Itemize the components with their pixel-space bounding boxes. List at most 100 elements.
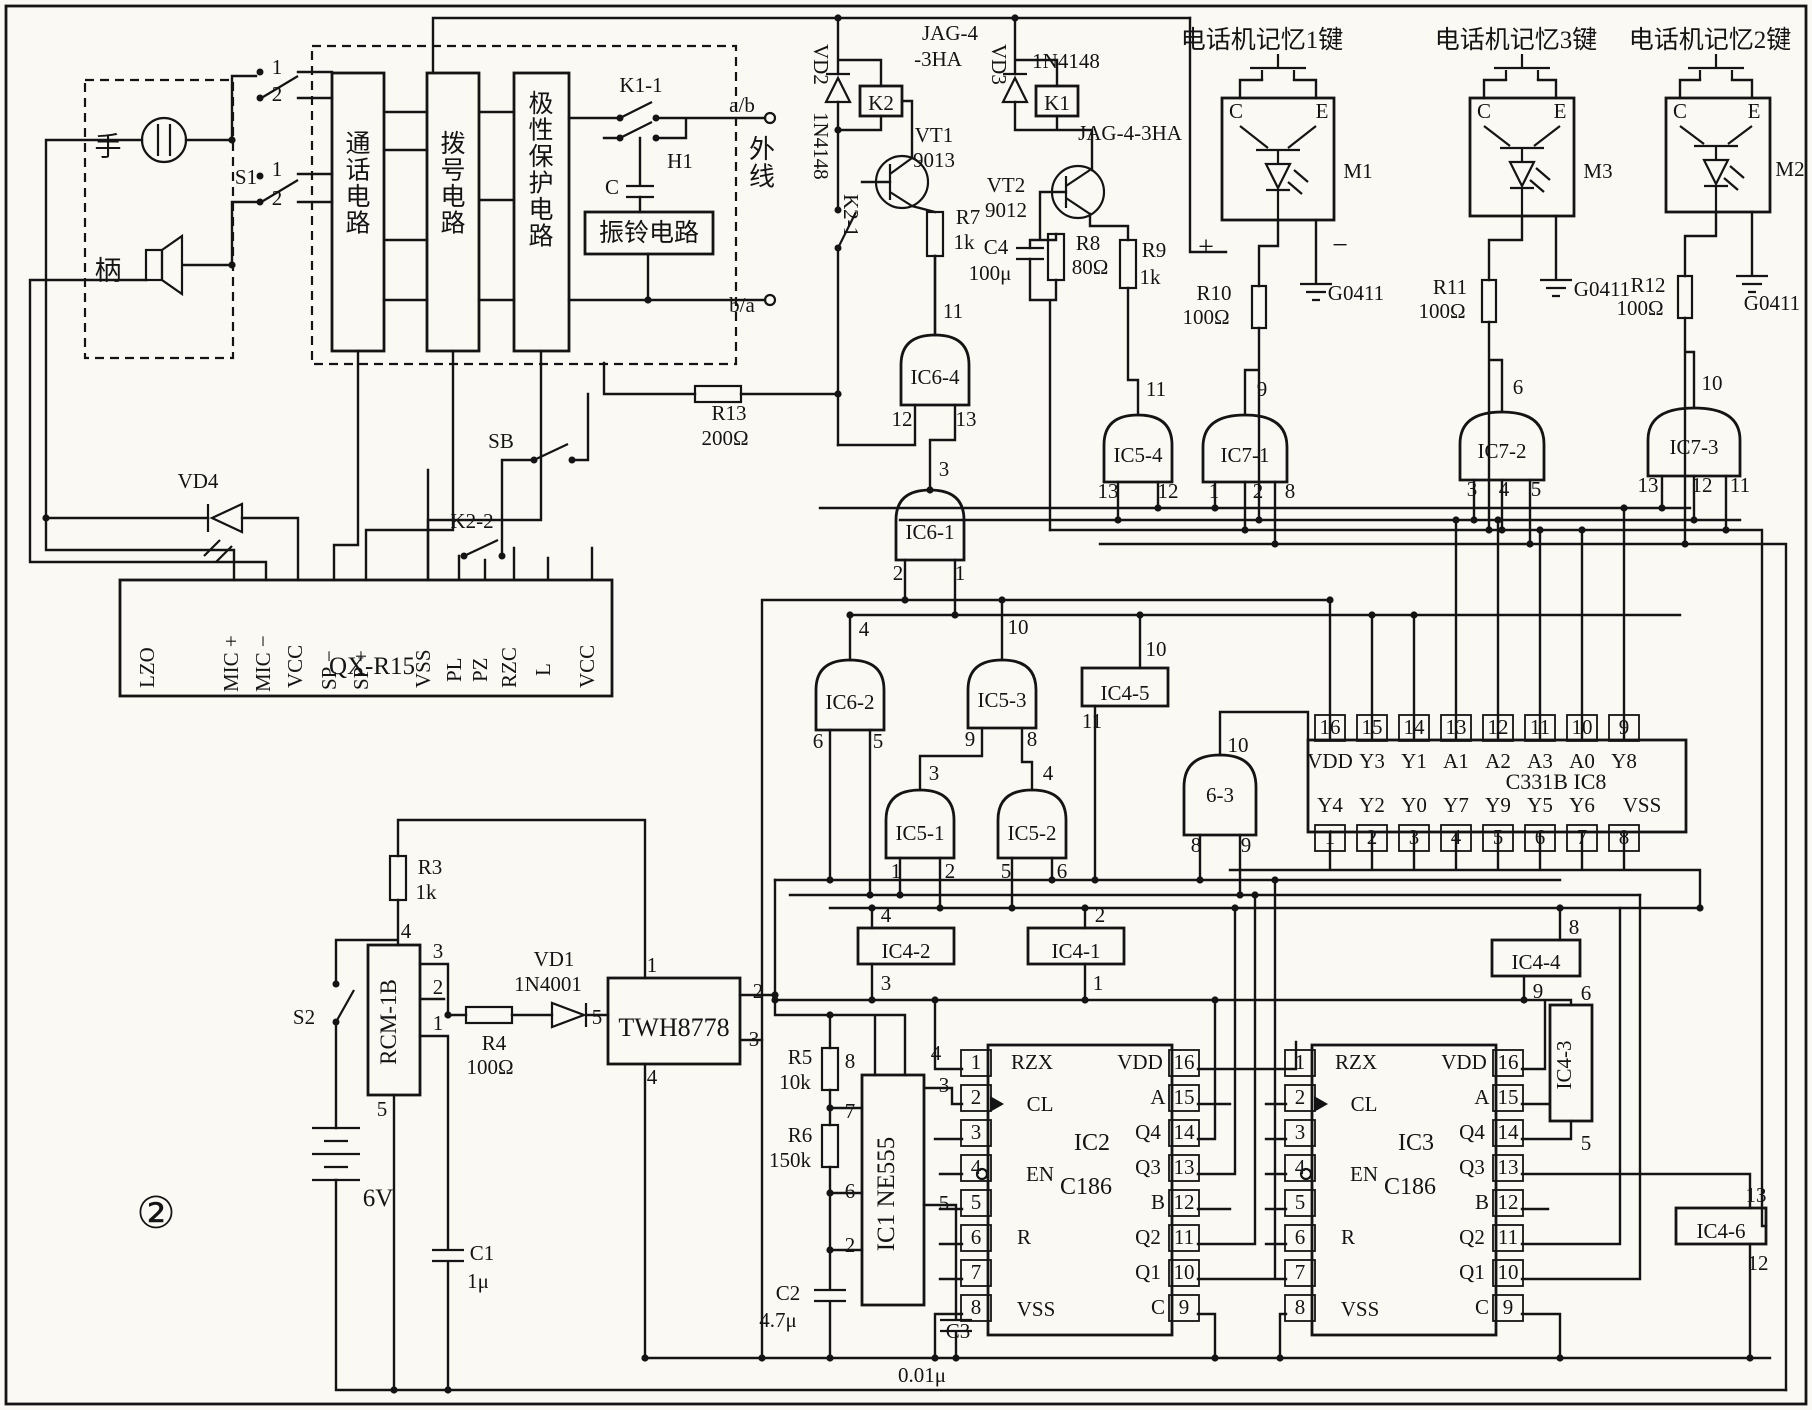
pin-ic7-2-4: 4 xyxy=(1499,477,1510,501)
pin-ic6-1-2: 2 xyxy=(893,561,904,585)
junction-dot xyxy=(228,261,236,269)
line-interface-dashed-box xyxy=(310,44,738,366)
ic2-rzx: RZX xyxy=(1011,1050,1053,1074)
ic8-y0: Y0 xyxy=(1401,793,1427,817)
ic2-vss: VSS xyxy=(1017,1297,1056,1321)
pin-ic4-5-11: 11 xyxy=(1082,709,1102,733)
gate-6-3 xyxy=(1182,753,1258,837)
pin-ic2-r16-box xyxy=(1168,1049,1200,1077)
junction-dot xyxy=(444,1386,452,1394)
pin-ic3-l1: 1 xyxy=(1295,1050,1306,1074)
junction-dot xyxy=(1241,526,1249,534)
c3-value: 0.01μ xyxy=(898,1363,946,1387)
pin-ic5-4-13: 13 xyxy=(1098,479,1119,503)
k2-relay-label: K2 xyxy=(868,91,894,115)
pin-ic4-4-8: 8 xyxy=(1569,915,1580,939)
ic2-q1: Q1 xyxy=(1135,1260,1161,1284)
gate-ic5-1-label: IC5-1 xyxy=(896,821,945,845)
cap-c-label: C xyxy=(605,175,619,199)
pin-ic3-r10: 10 xyxy=(1498,1260,1519,1284)
pin-ic3-l2-box xyxy=(1284,1084,1316,1112)
pin-ic5-4-12: 12 xyxy=(1158,479,1179,503)
pin-ic3-r10-box xyxy=(1492,1259,1524,1287)
r5-label: R5 xyxy=(788,1045,813,1069)
pin-ic8-11-box xyxy=(1524,714,1556,742)
junction-dot xyxy=(1081,996,1089,1004)
pin-ic2-r16: 16 xyxy=(1174,1050,1195,1074)
r4-value: 100Ω xyxy=(466,1055,513,1079)
pin-ic3-r13: 13 xyxy=(1498,1155,1519,1179)
s1-switch-lower xyxy=(256,172,299,206)
pin-ic7-1-2: 2 xyxy=(1253,479,1264,503)
pin-ic8-10-box xyxy=(1566,714,1598,742)
pin-ic2-r14: 14 xyxy=(1174,1120,1196,1144)
pin-ne555-7: 7 xyxy=(845,1099,856,1123)
ic2-c: C xyxy=(1151,1295,1165,1319)
s2-label: S2 xyxy=(293,1005,315,1029)
vd2-part: 1N4148 xyxy=(809,112,833,180)
pin-ic8-5-box xyxy=(1482,824,1514,852)
pin-ic3-l4: 4 xyxy=(1295,1155,1306,1179)
pin-ic2-l5: 5 xyxy=(971,1190,982,1214)
junction-dot xyxy=(641,1354,649,1362)
pin-ic3-l1-box xyxy=(1284,1049,1316,1077)
microphone-icon xyxy=(140,116,188,164)
junction-dot xyxy=(1251,891,1259,899)
junction-dot xyxy=(1470,516,1478,524)
junction-dot xyxy=(1326,596,1334,604)
junction-dot xyxy=(1722,526,1730,534)
k2-1-label: K2-1 xyxy=(839,194,863,237)
wires-qx-sb-region xyxy=(426,248,840,580)
ic4-3-box xyxy=(1548,1003,1594,1123)
pin-ic4-1-2: 2 xyxy=(1095,903,1106,927)
qx-pin-sp-minus: SP − xyxy=(317,650,341,690)
junction-dot xyxy=(834,390,842,398)
pin-ic8-13: 13 xyxy=(1446,715,1467,739)
wires-line-interface-region xyxy=(332,16,1192,582)
qx-pin-lzo: LZO xyxy=(135,647,159,688)
gate-ic6-4-label: IC6-4 xyxy=(911,365,960,389)
ground-1-label: G0411 xyxy=(1328,281,1384,305)
junction-dot xyxy=(826,876,834,884)
vt2-label: VT2 xyxy=(987,173,1026,197)
microphone-bars xyxy=(156,124,172,156)
pin-rcm-4: 4 xyxy=(401,919,412,943)
junction-dot xyxy=(444,1011,452,1019)
sb-label: SB xyxy=(488,429,514,453)
ic8-a0: A0 xyxy=(1569,749,1595,773)
twh8778-label: TWH8778 xyxy=(618,1013,729,1042)
junction-dots xyxy=(42,14,1754,1394)
pin-ne555-5: 5 xyxy=(939,1191,950,1215)
junction-dot xyxy=(1556,1354,1564,1362)
pin-ic6-4-13: 13 xyxy=(956,407,977,431)
gate-ic5-3 xyxy=(966,658,1038,730)
pin-ic2-l4-box xyxy=(960,1154,992,1182)
labels-layer: 手柄S11212通话电路拨号电路极性保护电路振铃电路外线a/bb/aK1-1H1… xyxy=(95,21,1805,1387)
pin-6-3-10: 10 xyxy=(1228,733,1249,757)
junction-dot xyxy=(998,596,1006,604)
pin-ic8-11: 11 xyxy=(1530,715,1550,739)
m2-optocoupler-internals xyxy=(1679,125,1753,212)
junction-dot xyxy=(1368,611,1376,619)
junction-dot xyxy=(1081,904,1089,912)
junction-dot xyxy=(826,1104,834,1112)
m1-label: M1 xyxy=(1343,159,1372,183)
pin-ic4-1-1: 1 xyxy=(1093,971,1104,995)
pin-ic2-l2: 2 xyxy=(971,1085,982,1109)
r10-label: R10 xyxy=(1196,281,1231,305)
pin-ic8-1: 1 xyxy=(1325,825,1336,849)
ground-3-icon xyxy=(1540,278,1572,298)
pin-ne555-2: 2 xyxy=(845,1233,856,1257)
ic8-vdd: VDD xyxy=(1307,749,1353,773)
pin-ic3-r11: 11 xyxy=(1498,1225,1518,1249)
pin-ic5-1-3: 3 xyxy=(929,761,940,785)
r9-label: R9 xyxy=(1142,238,1167,262)
pin-s1-2b: 2 xyxy=(272,186,283,210)
pin-ic8-14: 14 xyxy=(1404,715,1426,739)
h1-label: H1 xyxy=(667,149,693,173)
pin-ic2-l8-box xyxy=(960,1294,992,1322)
k2-1-contact xyxy=(834,206,857,252)
junction-dot xyxy=(936,904,944,912)
junction-dot xyxy=(826,1354,834,1362)
gate-6-3-label: 6-3 xyxy=(1206,783,1234,807)
